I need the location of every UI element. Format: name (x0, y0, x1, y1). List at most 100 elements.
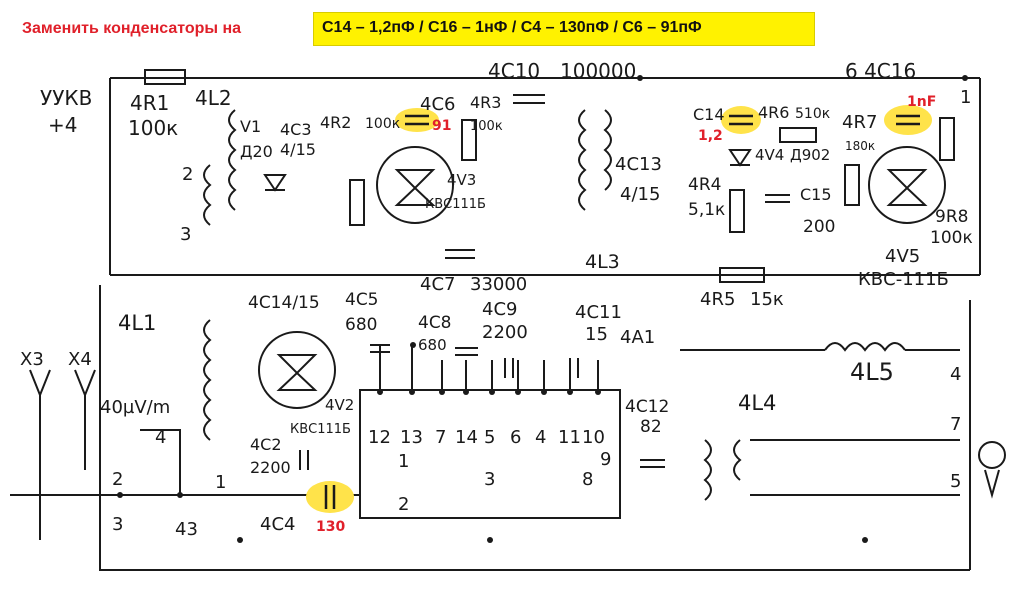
coil-l2 (228, 109, 237, 211)
resistor-r3 (461, 119, 477, 161)
pin-12: 12 (368, 427, 391, 448)
sensitivity-label: 40µV/m (100, 397, 170, 418)
coil-l5 (824, 342, 906, 352)
pin-13: 13 (400, 427, 423, 448)
varicap-v5 (868, 146, 946, 224)
l5-label: 4L5 (850, 358, 894, 386)
coil-tap-1: 1 (215, 472, 226, 493)
pin-2: 2 (398, 494, 409, 515)
r1-value: 100к (128, 116, 178, 140)
node-2: 2 (112, 469, 123, 490)
capacitor-c8 (455, 347, 478, 356)
c10-label: 4С10 (488, 59, 540, 83)
resistor-r2 (349, 179, 365, 226)
highlight-c4 (306, 481, 354, 513)
c12-value: 82 (640, 417, 662, 437)
capacitor-c12 (640, 459, 665, 468)
values-highlight-box (313, 12, 815, 46)
c4-label: 4С4 (260, 514, 295, 535)
r3-label: 4R3 (470, 93, 501, 112)
r5-value: 15к (750, 289, 784, 310)
pin-1: 1 (398, 451, 409, 472)
replacement-values: С14 – 1,2пФ / С16 – 1нФ / С4 – 130пФ / С… (322, 19, 702, 36)
c16-new-value: 1nF (907, 94, 936, 110)
node-5: 5 (950, 471, 961, 492)
output-connector (978, 441, 1006, 469)
v3-type: КВС111Б (425, 197, 486, 212)
pin-7: 7 (435, 427, 446, 448)
c11-label: 4С11 (575, 302, 622, 323)
c2-label: 4С2 (250, 435, 282, 454)
ukv-label: УУКВ (40, 86, 92, 110)
c6-new-value: 91 (432, 118, 451, 134)
v1-label: V1 (240, 117, 261, 136)
capacitor-c9 (504, 358, 514, 378)
c7-value: 33000 (470, 274, 527, 295)
diode-v4 (728, 149, 752, 167)
c10-value: 100000 (560, 59, 636, 83)
capacitor-c7 (445, 249, 475, 259)
pin-14: 14 (455, 427, 478, 448)
c12-label: 4С12 (625, 397, 669, 417)
c6-label: 4С6 (420, 94, 455, 115)
c9-value: 2200 (482, 322, 528, 343)
c3-value: 4/15 (280, 140, 316, 159)
c9-label: 4С9 (482, 299, 517, 320)
pin-3: 3 (484, 469, 495, 490)
r4-label: 4R4 (688, 175, 721, 195)
pin-6: 6 (510, 427, 521, 448)
r7-label: 4R7 (842, 112, 877, 133)
v1-type: Д20 (240, 142, 273, 161)
v4-type: Д902 (790, 146, 830, 164)
c5-label: 4С5 (345, 290, 379, 310)
varicap-v3 (376, 146, 454, 224)
r1-name: 4R1 (130, 91, 169, 115)
c14b-label: 4С14/15 (248, 293, 320, 313)
c8-value: 680 (418, 336, 447, 354)
instruction-text: Заменить конденсаторы на (22, 20, 242, 37)
pin-4: 4 (535, 427, 546, 448)
l1-label: 4L1 (118, 311, 156, 335)
ic-label: 4А1 (620, 327, 655, 348)
r8-value: 100к (930, 228, 973, 248)
r8-label: 9R8 (935, 207, 968, 227)
ukv-plus: +4 (48, 113, 77, 137)
x3-label: X3 (20, 349, 44, 370)
c8-label: 4С8 (418, 313, 452, 333)
capacitor-c11 (569, 358, 579, 378)
c14-label: С14 (693, 105, 725, 124)
c5-value: 680 (345, 315, 377, 335)
c15-value: 200 (803, 217, 835, 237)
lower-frame-wire (99, 285, 970, 571)
highlight-c6 (395, 108, 439, 132)
l3-label: 4L3 (585, 251, 620, 273)
c3-label: 4С3 (280, 120, 312, 139)
r6-value: 510к (795, 106, 830, 122)
v4-label: 4V4 (755, 146, 784, 164)
r4-value: 5,1к (688, 200, 725, 220)
l2-tap-2: 2 (182, 164, 193, 185)
node-1: 1 (960, 87, 971, 108)
node-7: 7 (950, 414, 961, 435)
node-3: 3 (112, 514, 123, 535)
highlight-c16 (884, 105, 932, 135)
capacitor-c2 (299, 450, 309, 470)
r7-value: 180к (845, 139, 875, 153)
pin-11: 11 (558, 427, 581, 448)
resistor-r7 (844, 164, 860, 206)
capacitor-c15 (765, 194, 790, 203)
c7-label: 4С7 (420, 274, 455, 295)
x4-label: X4 (68, 349, 92, 370)
coil-tap-43: 43 (175, 519, 198, 540)
v3-label: 4V3 (447, 171, 476, 189)
v2-label: 4V2 (325, 396, 354, 414)
c13-label: 4С13 (615, 154, 662, 175)
node-4: 4 (950, 364, 961, 385)
c15-label: С15 (800, 185, 832, 204)
coil-tap-4: 4 (155, 427, 166, 448)
l2-label: 4L2 (195, 86, 232, 110)
r3-value: 100к (470, 119, 503, 134)
resistor-r6 (779, 127, 817, 143)
